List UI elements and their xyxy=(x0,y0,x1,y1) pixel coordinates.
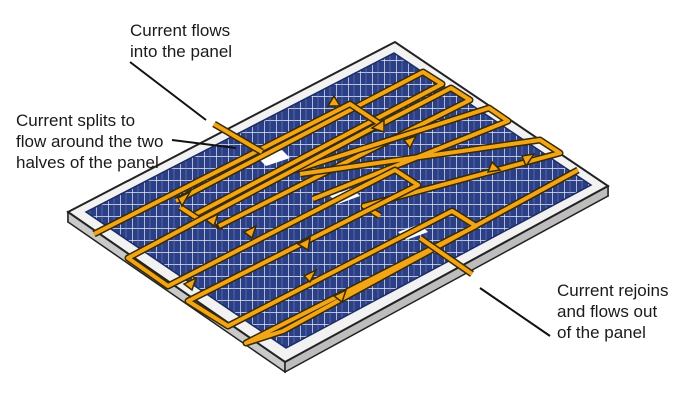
flow-arrow-3 xyxy=(402,134,418,150)
flow-arrow-5 xyxy=(520,152,536,168)
rejoin-label: Current rejoins and flows out of the pan… xyxy=(557,281,669,342)
flow-arrow-8 xyxy=(242,224,258,240)
inflow-leader xyxy=(129,61,207,121)
split-leader xyxy=(171,139,237,149)
flow-arrow-1 xyxy=(326,94,342,107)
flow-arrow-9 xyxy=(296,236,311,252)
flow-arrow-6 xyxy=(176,190,192,208)
split-label: Current splits to flow around the two ha… xyxy=(16,111,164,172)
inflow-label: Current flows into the panel xyxy=(130,21,233,61)
flow-arrow-10 xyxy=(182,276,198,292)
flow-arrow-4 xyxy=(486,160,502,173)
flow-arrow-7 xyxy=(204,212,220,228)
flow-arrow-12 xyxy=(332,288,348,304)
flow-arrow-2 xyxy=(370,118,385,134)
leader-lines xyxy=(129,61,551,337)
flow-arrow-11 xyxy=(302,268,318,284)
triangle-arrow-icon xyxy=(176,94,536,304)
rejoin-leader xyxy=(479,287,551,337)
